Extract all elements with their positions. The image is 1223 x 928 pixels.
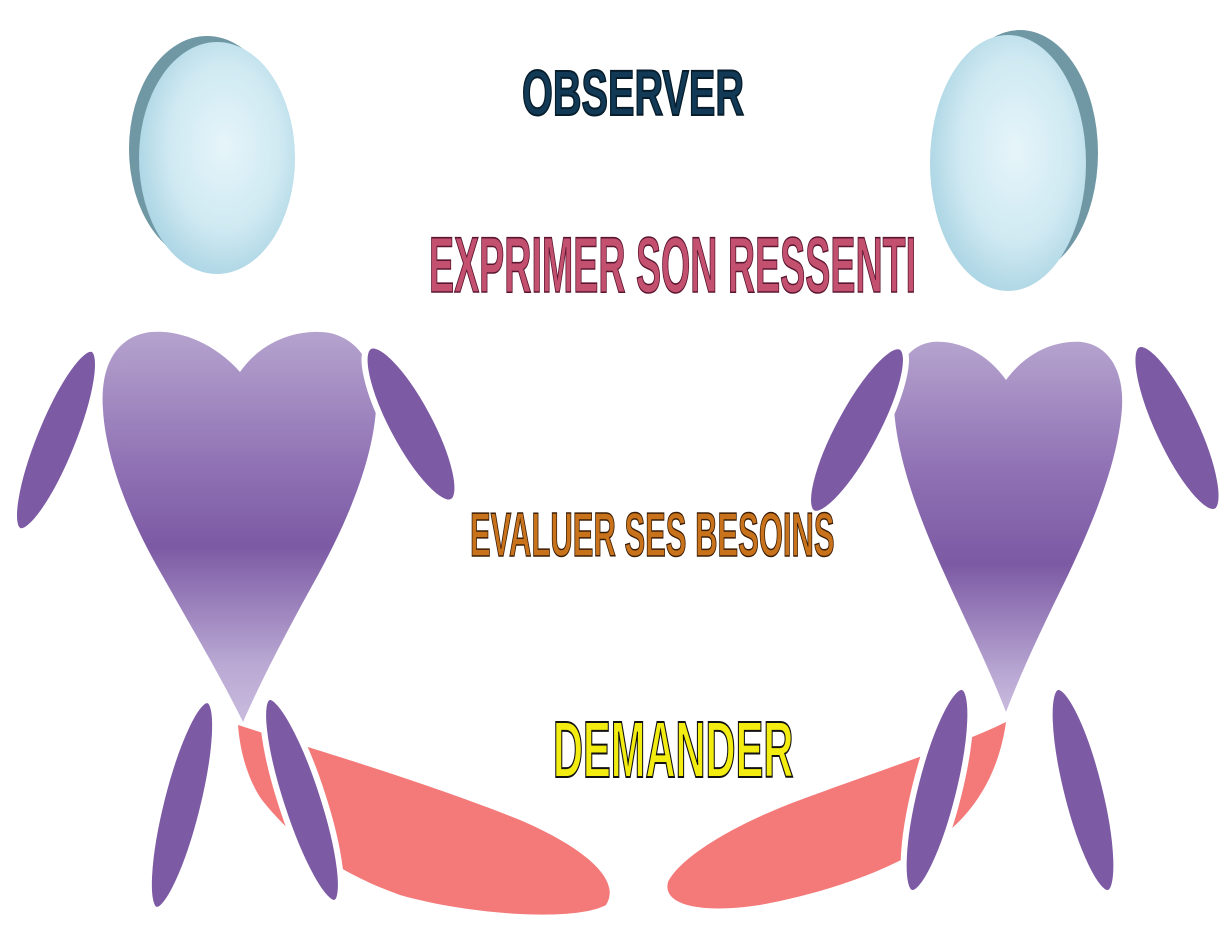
right-arm-right <box>1116 334 1223 521</box>
step-express-feeling-label: EXPRIMER SON RESSENTI <box>429 220 916 310</box>
left-leg-left <box>135 695 228 915</box>
right-head <box>930 35 1086 291</box>
step-evaluate-needs-label: EVALUER SES BESOINS <box>470 500 835 571</box>
left-arm-left <box>0 341 113 539</box>
right-heart-torso <box>894 342 1122 712</box>
step-ask-label: DEMANDER <box>553 704 793 796</box>
left-heart-torso <box>103 332 377 722</box>
step-observer-label: OBSERVER <box>522 56 744 130</box>
right-leg-right <box>1036 682 1130 898</box>
left-head <box>139 42 295 274</box>
left-person-figure <box>0 36 610 915</box>
